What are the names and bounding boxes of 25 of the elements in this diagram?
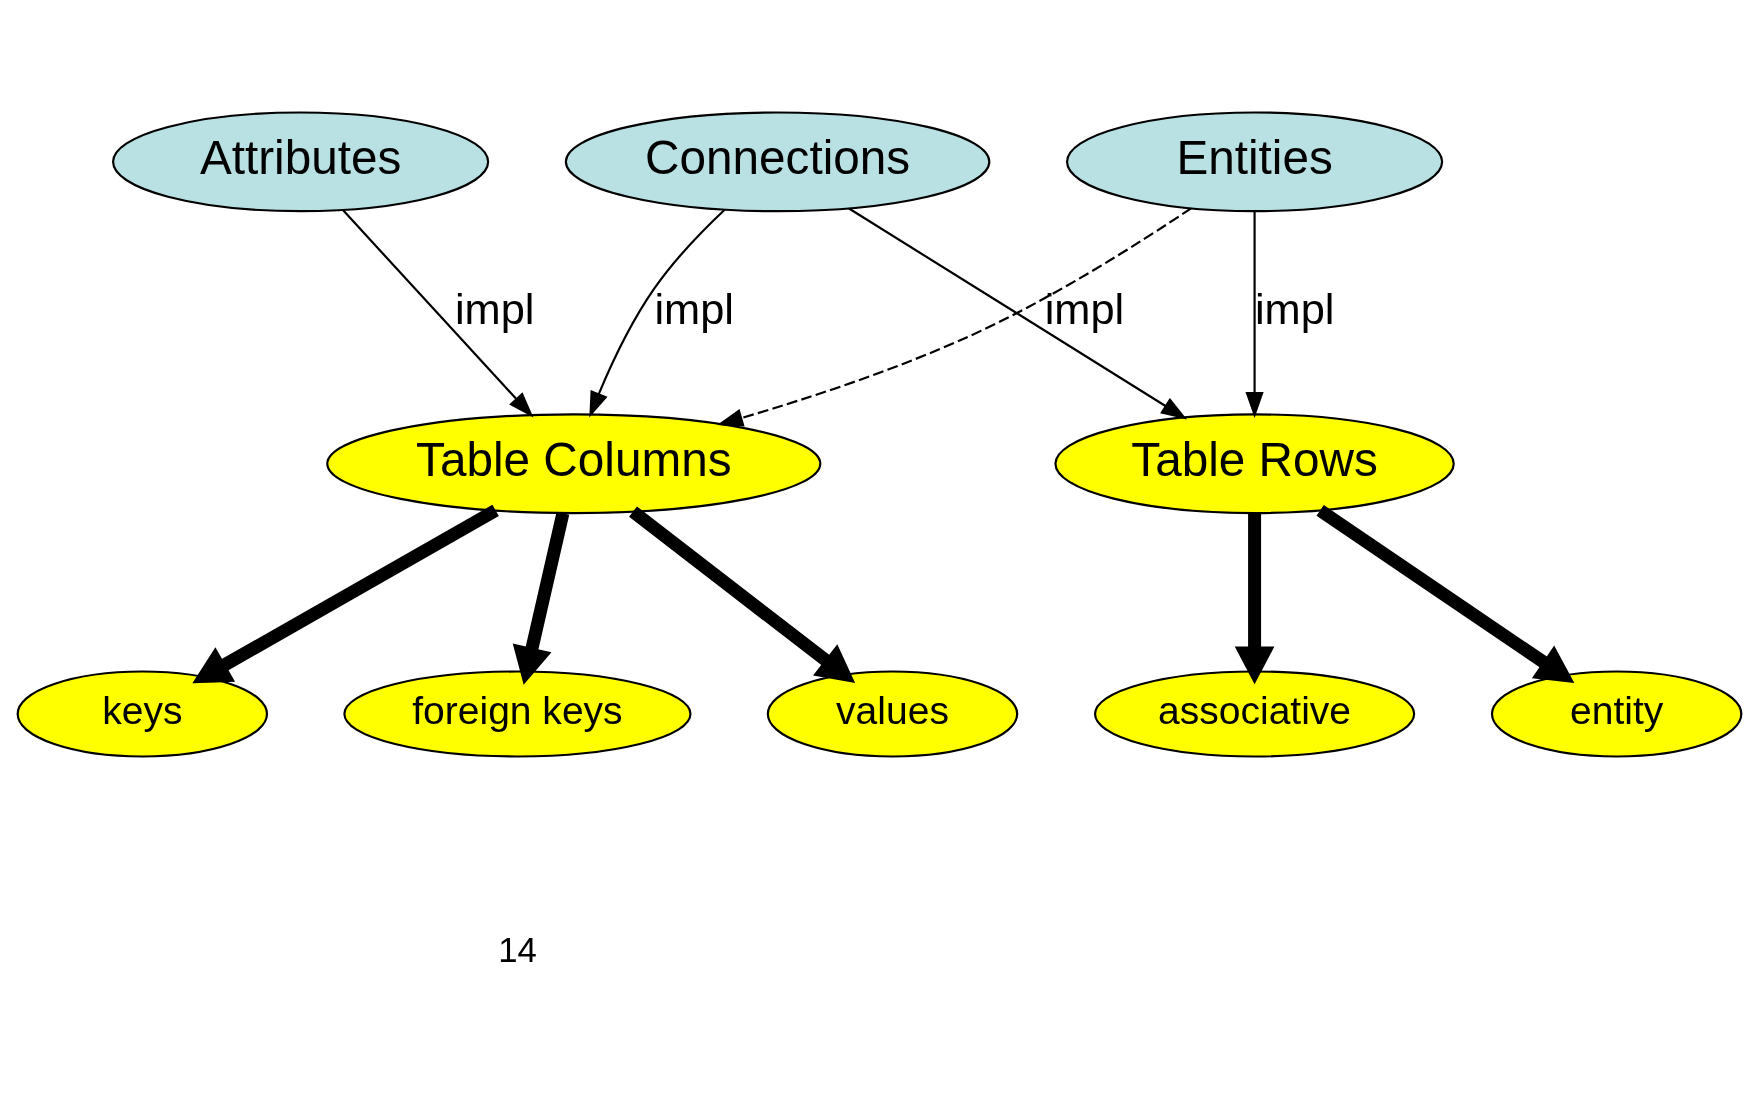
edge-label: impl (653, 284, 734, 333)
node-ellipse: keys (16, 669, 268, 758)
node-ellipse: Table Rows (1053, 412, 1455, 514)
arrow (628, 505, 855, 683)
arrow (341, 208, 533, 418)
arrow (1244, 210, 1264, 418)
node-ellipse: values (766, 669, 1018, 758)
node-ellipse: Connections (564, 110, 990, 212)
node-ellipse: entity (1490, 669, 1742, 758)
arrow (1316, 504, 1574, 683)
edge-label: impl (454, 284, 534, 333)
arrow (588, 208, 725, 418)
arrow (512, 511, 569, 685)
label: 14 (497, 930, 537, 969)
node-ellipse: Entities (1065, 110, 1443, 212)
edge-label: impl (1044, 284, 1124, 333)
node-ellipse: associative (1093, 669, 1415, 758)
arrow (716, 206, 1192, 427)
node-ellipse: foreign keys (342, 669, 692, 758)
arrow (1234, 512, 1274, 684)
node-ellipse: Table Columns (325, 412, 821, 514)
edge-label: impl (1254, 284, 1334, 333)
arrow (847, 207, 1187, 419)
node-ellipse: Attributes (111, 110, 489, 212)
arrow (191, 504, 499, 683)
